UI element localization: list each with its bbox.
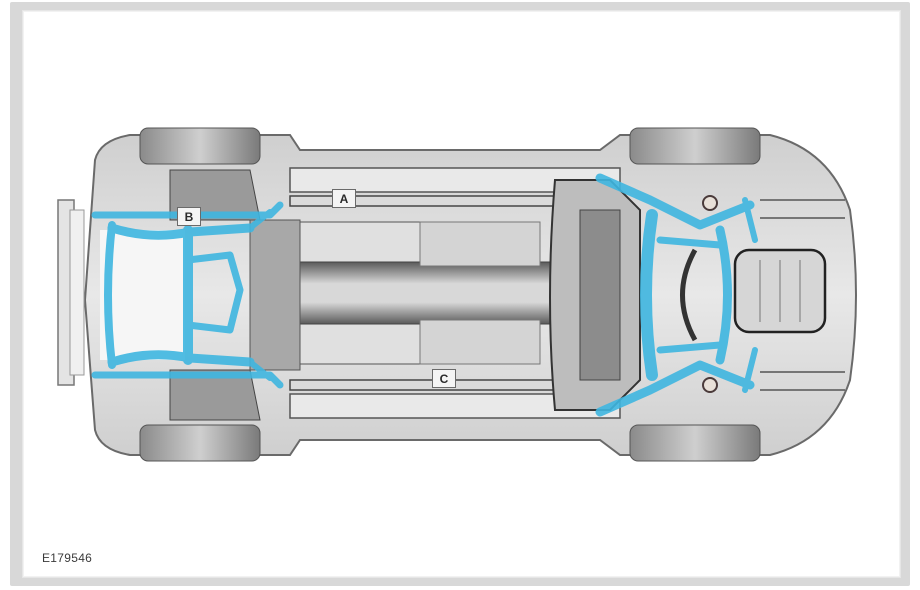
- callout-c: C: [432, 369, 456, 388]
- rear-floor: [549, 179, 845, 411]
- front-bumper: [57, 199, 85, 386]
- figure-id-label: E179546: [42, 551, 93, 565]
- wheels: [139, 127, 761, 462]
- front-subframe-highlight: [91, 201, 284, 389]
- callout-b: B: [177, 207, 201, 226]
- rear-subframe-highlight: [595, 173, 758, 417]
- engine-bay: [100, 169, 301, 421]
- callout-a: A: [332, 189, 356, 208]
